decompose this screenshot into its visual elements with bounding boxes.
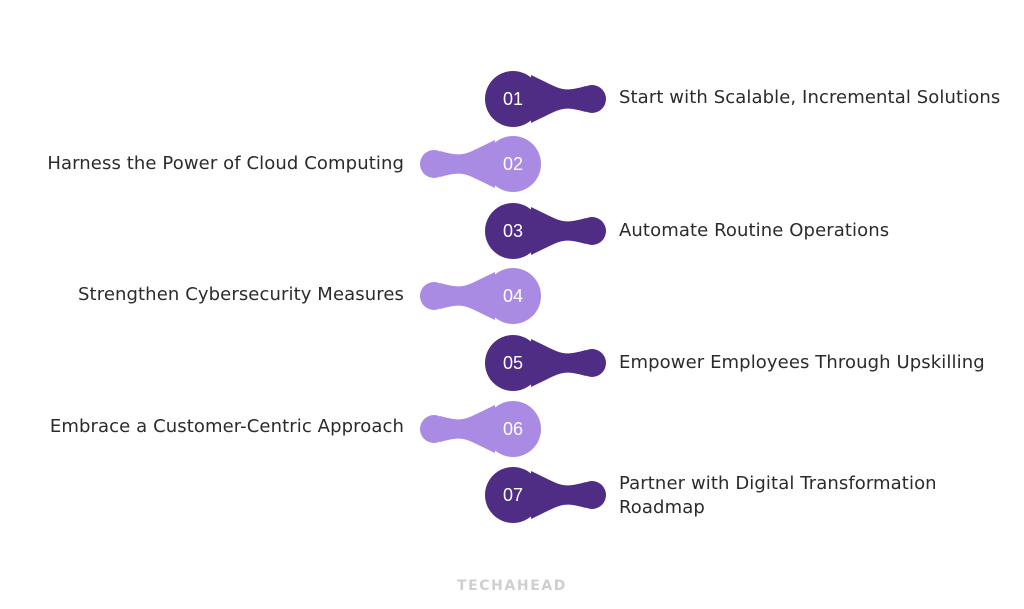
step-03-node: 03 (485, 203, 606, 259)
step-number: 02 (503, 154, 523, 174)
step-05-label: Empower Employees Through Upskilling (619, 352, 985, 373)
connector-neck (440, 140, 495, 188)
step-number: 06 (503, 419, 523, 439)
connector-dot (578, 349, 606, 377)
step-07-label: Partner with Digital Transformation Road… (619, 473, 937, 518)
step-number: 03 (503, 221, 523, 241)
connector-dot (420, 415, 448, 443)
connector-neck (531, 75, 586, 123)
number-circle (485, 335, 541, 391)
step-02-node: 02 (420, 136, 541, 192)
step-06-label: Embrace a Customer-Centric Approach (49, 416, 404, 437)
number-circle (485, 401, 541, 457)
step-02-label: Harness the Power of Cloud Computing (47, 153, 404, 174)
connector-neck (531, 471, 586, 519)
step-number: 07 (503, 485, 523, 505)
step-03-label: Automate Routine Operations (619, 220, 890, 241)
step-06-node: 06 (420, 401, 541, 457)
connector-dot (578, 217, 606, 245)
step-04-node: 04 (420, 268, 541, 324)
number-circle (485, 268, 541, 324)
step-01-label: Start with Scalable, Incremental Solutio… (619, 87, 1001, 108)
step-number: 01 (503, 89, 523, 109)
connector-dot (578, 85, 606, 113)
connector-neck (440, 272, 495, 320)
connector-neck (531, 339, 586, 387)
step-05-node: 05 (485, 335, 606, 391)
step-07-node: 07 (485, 467, 606, 523)
number-circle (485, 203, 541, 259)
step-number: 04 (503, 286, 523, 306)
connector-dot (420, 150, 448, 178)
number-circle (485, 467, 541, 523)
step-number: 05 (503, 353, 523, 373)
connector-dot (420, 282, 448, 310)
connector-dot (578, 481, 606, 509)
number-circle (485, 71, 541, 127)
connector-neck (440, 405, 495, 453)
connector-neck (531, 207, 586, 255)
techahead-watermark: TECHAHEAD (456, 578, 568, 594)
number-circle (485, 136, 541, 192)
step-01-node: 01 (485, 71, 606, 127)
step-04-label: Strengthen Cybersecurity Measures (78, 284, 404, 305)
